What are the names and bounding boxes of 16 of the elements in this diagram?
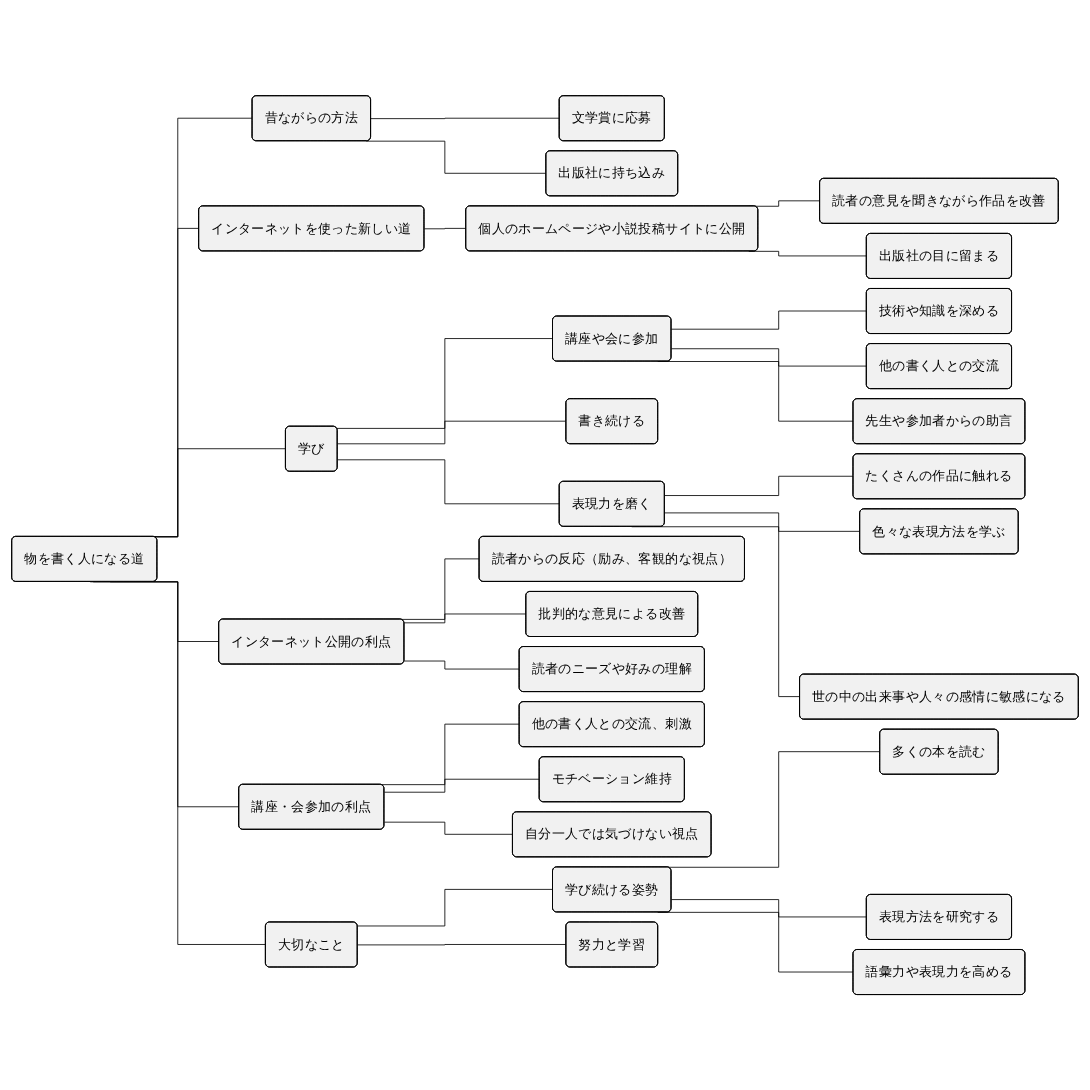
connector — [671, 348, 868, 367]
connector — [370, 117, 561, 119]
connector — [357, 943, 567, 946]
connector — [671, 899, 868, 918]
connector — [337, 459, 561, 505]
connector — [357, 888, 554, 927]
connector — [403, 660, 520, 670]
connector — [337, 420, 567, 445]
connector — [664, 475, 854, 496]
connector — [383, 821, 514, 835]
connector — [424, 227, 467, 230]
connector — [671, 310, 868, 330]
connector — [383, 778, 540, 793]
connector — [403, 613, 527, 624]
connector — [664, 512, 861, 533]
connector — [336, 338, 554, 429]
